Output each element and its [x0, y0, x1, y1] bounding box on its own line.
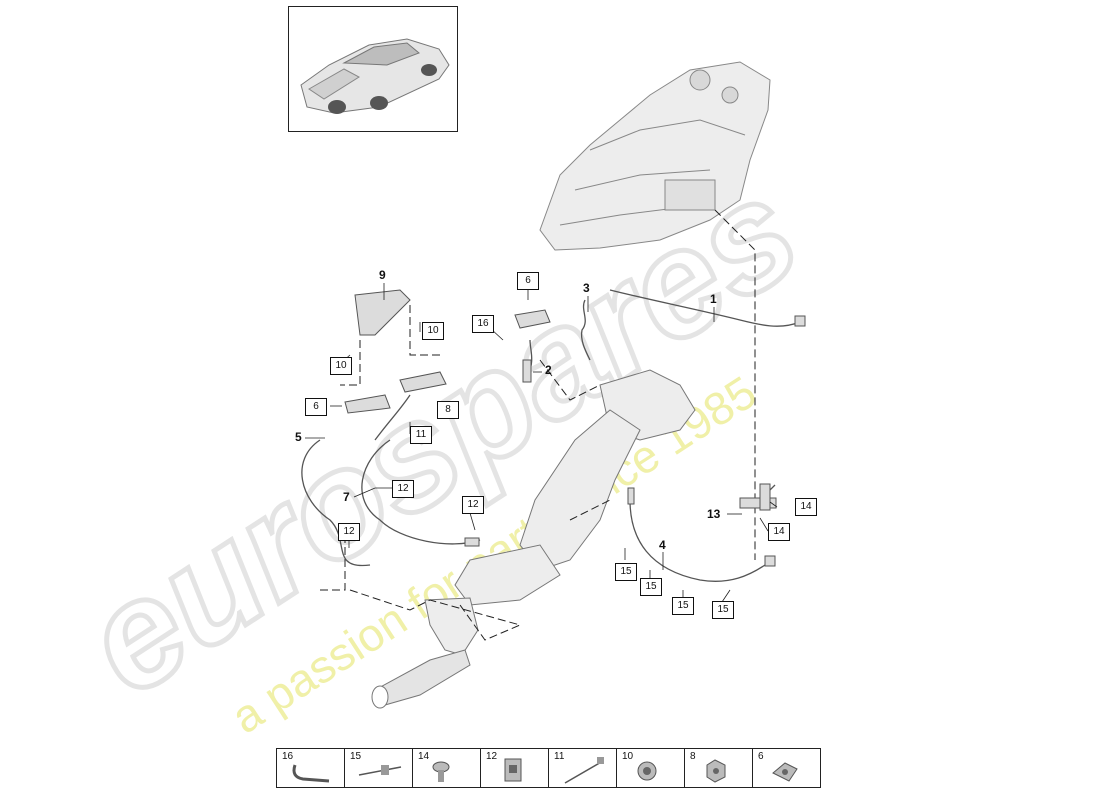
cable-strap-icon: [564, 757, 604, 784]
cable-tie-icon: [358, 765, 402, 776]
ref-box-6-left: 6: [305, 398, 327, 416]
legend-number: 10: [622, 751, 634, 762]
legend-item-10[interactable]: 10: [617, 749, 685, 787]
legend-item-16[interactable]: 16: [277, 749, 345, 787]
ref-box-14-b: 14: [768, 523, 790, 541]
legend-number: 15: [350, 751, 362, 762]
legend-item-12[interactable]: 12: [481, 749, 549, 787]
clip-icon: [504, 758, 522, 782]
ref-box-15-a: 15: [615, 563, 637, 581]
callout-7: 7: [343, 490, 350, 504]
hex-nut-icon: [706, 759, 726, 783]
legend-number: 16: [282, 751, 294, 762]
legend-number: 12: [486, 751, 498, 762]
cable-clip-icon: [292, 764, 330, 783]
legend-item-6[interactable]: 6: [753, 749, 820, 787]
ref-box-11: 11: [410, 426, 432, 444]
legend-number: 8: [690, 751, 696, 762]
nut-icon: [637, 761, 657, 781]
sensor-parts: [344, 289, 806, 567]
legend-number: 11: [554, 751, 565, 762]
reference-lines: [320, 209, 756, 641]
ref-box-16: 16: [472, 315, 494, 333]
callout-13: 13: [707, 507, 721, 521]
ref-box-15-d: 15: [712, 601, 734, 619]
callout-9: 9: [379, 268, 386, 282]
screw-icon: [432, 761, 450, 782]
vehicle-thumbnail: [288, 6, 458, 132]
sensor-cables: [301, 289, 801, 582]
transmission-drawing: [539, 61, 771, 251]
ref-box-15-c: 15: [672, 597, 694, 615]
callout-3: 3: [583, 281, 590, 295]
ref-box-12-c: 12: [338, 523, 360, 541]
ref-box-15-b: 15: [640, 578, 662, 596]
callout-1: 1: [710, 292, 717, 306]
ref-box-12-a: 12: [392, 480, 414, 498]
legend-item-8[interactable]: 8: [685, 749, 753, 787]
parts-legend: 16 15 14 12 11 10 8 6: [276, 748, 821, 788]
legend-item-14[interactable]: 14: [413, 749, 481, 787]
ref-box-10-b: 10: [330, 357, 352, 375]
ref-box-14-a: 14: [795, 498, 817, 516]
legend-number: 14: [418, 751, 430, 762]
ref-box-12-b: 12: [462, 496, 484, 514]
callout-5: 5: [295, 430, 302, 444]
ref-box-6-top: 6: [517, 272, 539, 290]
catalytic-converter-drawing: [371, 369, 696, 709]
legend-item-11[interactable]: 11: [549, 749, 617, 787]
legend-number: 6: [758, 751, 764, 762]
callout-2: 2: [545, 363, 552, 377]
callout-4: 4: [659, 538, 666, 552]
legend-item-15[interactable]: 15: [345, 749, 413, 787]
leader-lines: [305, 283, 778, 603]
car-icon: [300, 38, 450, 114]
ref-box-8: 8: [437, 401, 459, 419]
ref-box-10-a: 10: [422, 322, 444, 340]
holder-clip-icon: [772, 762, 798, 782]
